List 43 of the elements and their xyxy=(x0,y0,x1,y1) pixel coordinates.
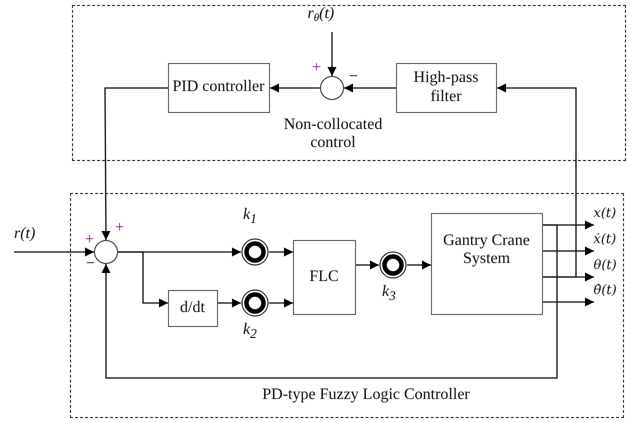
sign-label: + xyxy=(312,60,322,76)
output-signal-label: ẋ(t) xyxy=(594,232,624,252)
gain-block xyxy=(240,238,268,266)
connector-arrow xyxy=(543,298,594,306)
group-caption: Non-collocated control xyxy=(282,116,384,153)
output-signal-label: θ̇(t) xyxy=(594,282,624,304)
connector-arrow xyxy=(497,84,577,278)
sign-label: + xyxy=(115,220,124,236)
gain-block xyxy=(378,250,406,278)
connector-arrow xyxy=(102,224,558,379)
connector-arrow xyxy=(101,87,168,240)
dashed-group-frame xyxy=(72,5,626,161)
sign-label: − xyxy=(86,256,96,272)
connector-arrow xyxy=(543,246,594,256)
summing-junction xyxy=(320,76,344,100)
gain-block xyxy=(240,288,268,316)
group-caption: PD-type Fuzzy Logic Controller xyxy=(261,386,471,404)
gain-label: k$_{1}$ xyxy=(243,207,257,226)
gain-label: k$_{2}$ xyxy=(243,322,257,341)
block-label: PID controller xyxy=(172,78,264,97)
input-signal-label: r(t) xyxy=(14,226,62,252)
connector-arrow xyxy=(269,248,293,256)
dashed-group-frame xyxy=(70,193,624,418)
block-label: Gantry Crane System xyxy=(442,232,531,268)
block-label: High-pass filter xyxy=(412,69,480,106)
output-signal-label: θ(t) xyxy=(594,258,624,278)
connector-arrow xyxy=(270,84,320,92)
connector-arrow xyxy=(14,248,94,256)
sign-label: − xyxy=(349,69,358,85)
connector-arrow xyxy=(118,251,168,308)
input-signal-label: r$_{θ}$(t) xyxy=(308,6,356,32)
block-label: d/dt xyxy=(180,298,205,318)
connector-arrow xyxy=(218,298,241,308)
connector-arrow xyxy=(328,32,336,76)
connector-arrow xyxy=(407,260,431,270)
output-signal-label: x(t) xyxy=(594,206,624,226)
gain-label: k$_{3}$ xyxy=(382,284,396,303)
connector-arrow xyxy=(344,84,396,92)
connector-arrow xyxy=(269,298,293,308)
summing-junction xyxy=(94,240,118,264)
block-label: FLC xyxy=(309,268,339,286)
connector-arrow xyxy=(356,260,379,270)
sign-label: + xyxy=(85,232,94,248)
